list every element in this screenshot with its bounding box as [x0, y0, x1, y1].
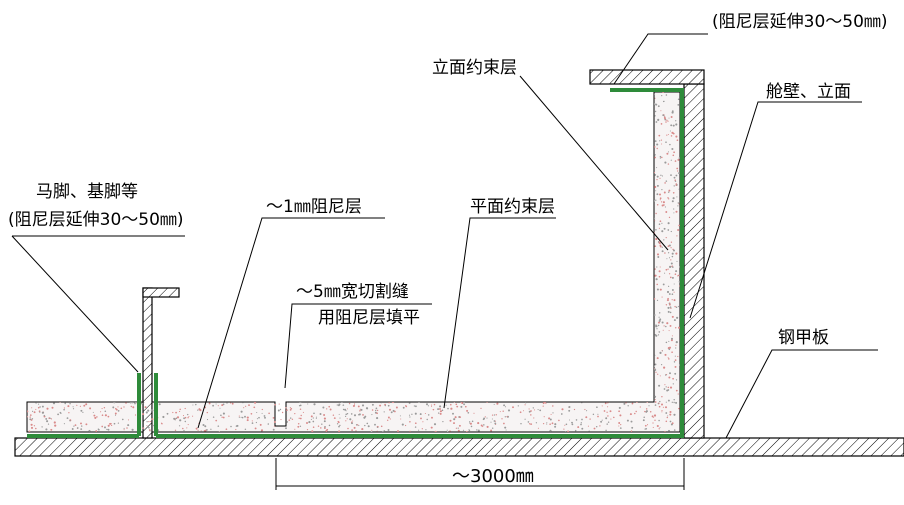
label-vertical-constraint-layer: 立面约束层 [432, 58, 517, 78]
label-cut-seam-fill: 用阻尼层填平 [318, 308, 420, 328]
constraint-layer-body [26, 91, 681, 433]
label-cut-seam: ～5㎜宽切割缝 [296, 282, 409, 302]
label-dimension: ～3000㎜ [452, 466, 534, 487]
base-post [142, 287, 153, 439]
damping-layer [27, 88, 684, 438]
label-top-right-note: (阻尼层延伸30～50㎜) [712, 12, 888, 32]
label-damping-layer: ～1㎜阻尼层 [266, 197, 362, 217]
dimension-line [275, 458, 685, 490]
label-feet-bases: 马脚、基脚等 [36, 182, 138, 202]
leader-lines [11, 33, 878, 439]
base-post-flange [142, 287, 180, 298]
label-steel-deck: 钢甲板 [778, 328, 829, 348]
label-feet-bases-note: (阻尼层延伸30～50㎜) [8, 210, 184, 230]
top-flange [589, 69, 705, 85]
steel-deck-plate [14, 437, 904, 457]
label-bulkhead-vertical: 舱壁、立面 [766, 82, 851, 102]
bulkhead-wall [683, 83, 705, 439]
label-horizontal-constraint-layer: 平面约束层 [470, 197, 555, 217]
